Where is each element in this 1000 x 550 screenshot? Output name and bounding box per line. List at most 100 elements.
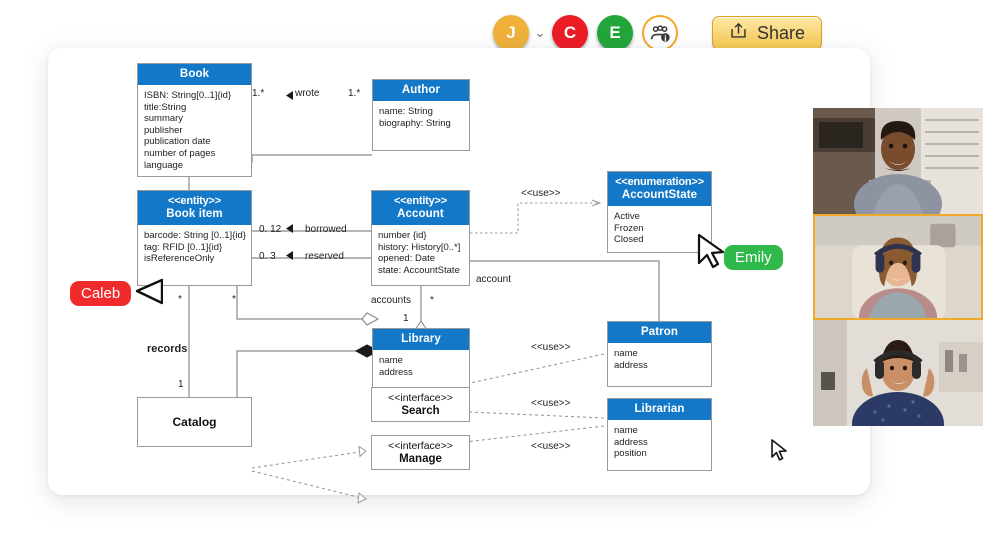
uml-class-book-item-attributes: barcode: String [0..1]{id} tag: RFID [0.… xyxy=(138,225,251,285)
edge-label-wrote: wrote xyxy=(295,88,320,99)
attr: name xyxy=(614,425,638,436)
participant-video-3[interactable] xyxy=(813,320,983,426)
avatar-group-self[interactable]: J ⌄ xyxy=(493,15,552,51)
edge-label-borrowed-mult: 0. 12 xyxy=(259,224,282,235)
attr: opened: Date xyxy=(378,253,436,265)
uml-interface-manage[interactable]: <<interface>> Manage xyxy=(371,435,470,470)
uml-class-catalog[interactable]: Catalog xyxy=(137,397,252,447)
attr: name xyxy=(379,355,403,366)
uml-class-book-item-title: <<entity>> Book item xyxy=(138,191,251,225)
edge-label-use-accountstate: <<use>> xyxy=(521,188,561,199)
stereotype: <<interface>> xyxy=(388,439,453,452)
enum-value: Active xyxy=(614,211,640,222)
enum-value: Frozen xyxy=(614,222,644,234)
video-frame-2 xyxy=(815,216,981,318)
collaborator-cursor-emily: Emily xyxy=(694,232,783,272)
attr: name: String xyxy=(379,106,433,117)
enum-value: Closed xyxy=(614,234,644,246)
attr: number {id} xyxy=(378,230,427,241)
attr: ISBN: String[0..1]{id} xyxy=(144,90,232,101)
attr: number of pages xyxy=(144,147,216,159)
uml-interface-search[interactable]: <<interface>> Search xyxy=(371,387,470,422)
avatar-e[interactable]: E xyxy=(597,15,633,51)
uml-class-account[interactable]: <<entity>> Account number {id} history: … xyxy=(371,190,470,286)
people-group-icon[interactable] xyxy=(642,15,678,51)
uml-class-book[interactable]: Book ISBN: String[0..1]{id} title:String… xyxy=(137,63,252,178)
participant-video-2[interactable] xyxy=(813,214,983,320)
chevron-down-icon[interactable]: ⌄ xyxy=(534,25,546,40)
edge-label-account: account xyxy=(476,274,512,285)
uml-enum-accountstate-values: Active Frozen Closed xyxy=(608,206,711,252)
attr: address xyxy=(379,366,413,378)
title: Book item xyxy=(166,208,223,220)
cursor-label-caleb: Caleb xyxy=(70,280,132,306)
stereotype: <<enumeration>> xyxy=(615,176,704,188)
uml-class-book-item[interactable]: <<entity>> Book item barcode: String [0.… xyxy=(137,190,252,286)
title: AccountState xyxy=(621,189,698,201)
edge-label-accounts-one: 1 xyxy=(403,313,409,324)
edge-label-bookitem-star-2: * xyxy=(232,294,236,305)
title: Account xyxy=(397,208,444,220)
uml-class-account-title: <<entity>> Account xyxy=(372,191,469,225)
attr: address xyxy=(614,436,648,448)
uml-enum-accountstate-title: <<enumeration>> AccountState xyxy=(608,172,711,206)
attr: name xyxy=(614,348,638,359)
attr: position xyxy=(614,448,647,460)
edge-label-book-author-dst: 1.* xyxy=(348,88,361,99)
stereotype: <<entity>> xyxy=(393,195,448,207)
share-button-label: Share xyxy=(757,22,806,43)
uml-class-patron-title: Patron xyxy=(608,322,711,343)
edge-label-use-librarian-search: <<use>> xyxy=(531,398,571,409)
video-frame-1 xyxy=(813,108,983,214)
cursor-label-emily: Emily xyxy=(724,244,783,270)
attr: state: AccountState xyxy=(378,264,460,276)
attr: summary xyxy=(144,113,184,125)
uml-class-library-attributes: name address xyxy=(373,350,469,391)
attr: publication date xyxy=(144,136,211,148)
edge-label-book-author-src: 1.* xyxy=(252,88,265,99)
edge-label-use-librarian-manage: <<use>> xyxy=(531,441,571,452)
attr: tag: RFID [0..1]{id} xyxy=(144,241,223,253)
uml-class-author-attributes: name: String biography: String xyxy=(373,101,469,150)
uml-class-librarian[interactable]: Librarian name address position xyxy=(607,398,712,471)
avatar-j[interactable]: J xyxy=(493,15,529,51)
uml-class-library-title: Library xyxy=(373,329,469,350)
uml-class-book-title: Book xyxy=(138,64,251,85)
uml-interface-search-title: Search xyxy=(401,404,440,417)
uml-class-book-attributes: ISBN: String[0..1]{id} title:String summ… xyxy=(138,85,251,176)
uml-class-patron-attributes: name address xyxy=(608,343,711,386)
edge-label-borrowed: borrowed xyxy=(305,224,347,235)
edge-label-records-one: 1 xyxy=(178,379,184,390)
uml-class-author[interactable]: Author name: String biography: String xyxy=(372,79,470,151)
video-frame-3 xyxy=(813,320,983,426)
uml-class-patron[interactable]: Patron name address xyxy=(607,321,712,387)
edge-label-use-patron: <<use>> xyxy=(531,342,571,353)
attr: isReferenceOnly xyxy=(144,253,215,265)
uml-interface-manage-title: Manage xyxy=(399,452,442,465)
attr: biography: String xyxy=(379,117,451,129)
whiteboard-canvas[interactable]: Book ISBN: String[0..1]{id} title:String… xyxy=(48,48,870,504)
edge-label-bookitem-star-1: * xyxy=(178,294,182,305)
uml-class-librarian-title: Librarian xyxy=(608,399,711,420)
share-export-icon xyxy=(729,21,748,45)
edge-label-accounts-star: * xyxy=(430,295,434,306)
avatar-c[interactable]: C xyxy=(552,15,588,51)
stereotype: <<interface>> xyxy=(388,391,453,404)
mouse-pointer-icon xyxy=(771,439,787,461)
uml-enum-accountstate[interactable]: <<enumeration>> AccountState Active Froz… xyxy=(607,171,712,253)
collab-toolbar: J ⌄ C E xyxy=(493,10,823,56)
attr: title:String xyxy=(144,101,187,113)
attr: barcode: String [0..1]{id} xyxy=(144,230,246,241)
collaborator-cursor-caleb: Caleb xyxy=(70,276,164,310)
participant-video-1[interactable] xyxy=(813,108,983,214)
uml-class-author-title: Author xyxy=(373,80,469,101)
uml-class-account-attributes: number {id} history: History[0..*] opene… xyxy=(372,225,469,285)
edge-label-accounts: accounts xyxy=(371,295,412,306)
uml-class-library[interactable]: Library name address xyxy=(372,328,470,392)
attr: address xyxy=(614,359,648,371)
share-button[interactable]: Share xyxy=(712,16,823,50)
attr: language xyxy=(144,159,184,171)
edge-label-reserved-mult: 0. 3 xyxy=(259,251,276,262)
stereotype: <<entity>> xyxy=(167,195,222,207)
